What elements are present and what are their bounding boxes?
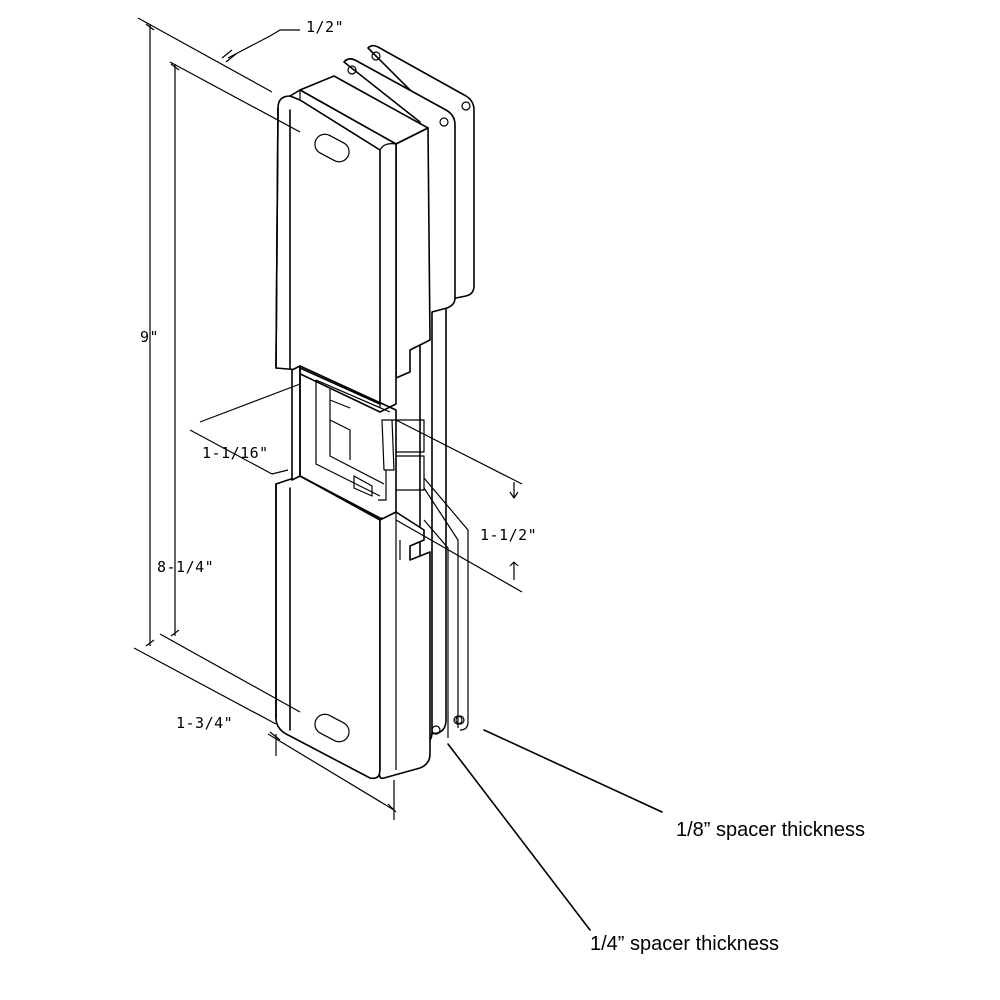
- dimension-lines: [133, 17, 523, 820]
- lower-body: [378, 511, 431, 780]
- top-mounting-slot: [314, 133, 350, 163]
- faceplate: [275, 95, 381, 780]
- lower-spacer-edges: [423, 477, 469, 738]
- callout-quarter-spacer: 1/4” spacer thickness: [590, 933, 779, 955]
- dim-total-height: 9": [140, 328, 159, 346]
- dim-width: 1-3/4": [176, 714, 233, 732]
- dim-keeper-depth: 1-1/16": [202, 444, 269, 462]
- dim-top-thickness: 1/2": [306, 18, 344, 36]
- dim-inner-height: 8-1/4": [157, 558, 214, 576]
- bottom-mounting-slot: [314, 713, 350, 743]
- callout-leaders: [447, 729, 663, 931]
- dim-keeper-opening: 1-1/2": [480, 526, 537, 544]
- callout-eighth-spacer: 1/8” spacer thickness: [676, 819, 865, 841]
